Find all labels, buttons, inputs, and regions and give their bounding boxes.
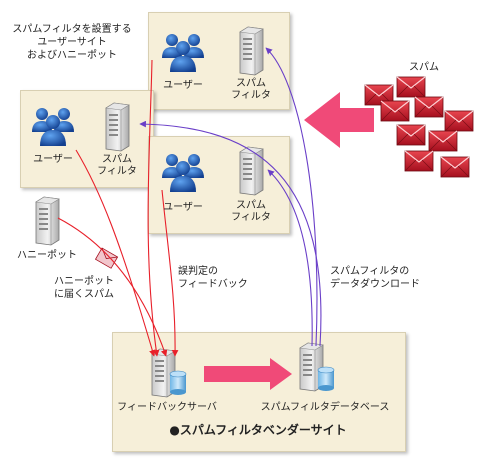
feedback-arrows [57,59,179,357]
download-arrow-top [265,47,318,347]
feedback-db-icon [169,370,187,395]
spam-filter-server-icon-left [105,102,130,152]
misjudge-label-line1: 誤判定の [178,266,218,277]
honeypot-spam-label-line2: に届くスパム [54,289,114,300]
filter-label-left-line1: スパム [102,154,132,165]
filter-label-middle-line1: スパム [236,200,266,211]
spam-filter-server-icon-middle [239,146,264,196]
filter-label-top-line2: フィルタ [231,90,271,101]
spam-label: スパム [409,62,439,73]
filter-label-middle-line2: フィルタ [231,212,271,223]
vendor-site-title: ●スパムフィルタベンダーサイト [169,423,347,437]
intro-label-line1: スパムフィルタを設置する [12,24,132,35]
intro-label-line3: およびハニーポット [27,50,117,61]
incoming-spam-arrow [304,92,374,148]
intro-label-line2: ユーザーサイト [37,37,107,48]
filter-db-icon [317,366,335,391]
feedback-arrow-left [75,149,156,357]
feedback-arrow-middle [161,189,179,357]
filter-label-top-line1: スパム [236,78,266,89]
user-group-icon-left [32,108,74,146]
download-label-line2: データダウンロード [330,279,420,290]
user-group-icon-middle [162,154,204,192]
filter-label-left-line2: フィルタ [97,166,137,177]
download-arrow-left [139,120,322,347]
filter-db-label: スパムフィルタデータベース [260,402,390,413]
honeypot-spam-envelope-icon [94,247,119,269]
feedback-arrow-top [147,59,160,357]
user-group-icon-top [162,34,204,72]
spam-filter-server-icon-top [239,26,264,76]
feedback-server-label: フィードバックサーバ [117,402,217,413]
spam-envelopes-icon [364,76,474,178]
feedback-to-db-arrow [204,358,292,390]
user-label-left: ユーザー [33,154,73,165]
download-arrows [139,47,322,347]
download-arrow-middle [267,169,313,347]
user-site-panel-top [148,12,290,110]
feedback-arrow-honeypot [57,217,168,357]
misjudge-label-line2: フィードバック [178,279,248,290]
honeypot-label: ハニーポット [17,250,77,261]
user-label-middle: ユーザー [163,202,203,213]
download-label-line1: スパムフィルタの [330,266,410,277]
user-label-top: ユーザー [163,80,203,91]
honeypot-spam-label-line1: ハニーポット [54,276,114,287]
honeypot-server-icon [35,196,60,246]
